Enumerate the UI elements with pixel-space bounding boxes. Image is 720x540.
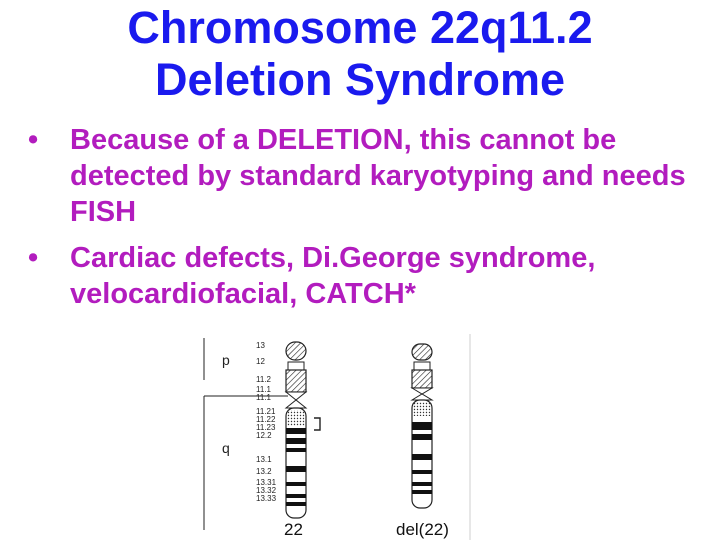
band-label: 12 — [256, 357, 265, 366]
deletion-bracket — [314, 417, 321, 431]
band-label: 13.33 — [256, 494, 277, 503]
bullet-item: • Cardiac defects, Di.George syndrome, v… — [18, 240, 698, 312]
band-label: 13.2 — [256, 467, 272, 476]
caption-normal: 22 — [284, 520, 303, 539]
band-label: 13.32 — [256, 486, 277, 495]
slide-title: Chromosome 22q11.2 Deletion Syndrome — [0, 2, 720, 106]
band-label: 13 — [256, 341, 265, 350]
bullet-list: • Because of a DELETION, this cannot be … — [18, 122, 698, 322]
bullet-marker: • — [28, 242, 39, 274]
chromosome-22-normal — [284, 341, 308, 519]
arm-label-q: q — [222, 440, 230, 456]
chromosome-diagram — [203, 334, 471, 540]
band-label: 12.2 — [256, 431, 272, 440]
band-label: 11.2 — [256, 375, 271, 384]
chromosome-22-deleted — [410, 343, 434, 509]
band-label: 11.1 — [256, 385, 271, 394]
title-line-1: Chromosome 22q11.2 — [127, 2, 593, 53]
bullet-item: • Because of a DELETION, this cannot be … — [18, 122, 698, 230]
band-label: 11.22 — [256, 415, 276, 424]
band-label: 11.21 — [256, 407, 276, 416]
title-line-2: Deletion Syndrome — [154, 54, 566, 105]
bullet-marker: • — [28, 124, 39, 156]
arm-label-p: p — [222, 352, 230, 368]
bullet-text: Cardiac defects, Di.George syndrome, vel… — [70, 242, 596, 310]
band-label: 11.23 — [256, 423, 276, 432]
band-label: 13.1 — [256, 455, 272, 464]
chromosome-figure: p q 13 12 11.2 11.1 11.1 11.21 11.22 11.… — [200, 330, 490, 540]
bullet-text: Because of a DELETION, this cannot be de… — [70, 124, 686, 228]
caption-deleted: del(22) — [396, 520, 449, 539]
band-label: 11.1 — [256, 393, 271, 402]
band-label: 13.31 — [256, 478, 277, 487]
